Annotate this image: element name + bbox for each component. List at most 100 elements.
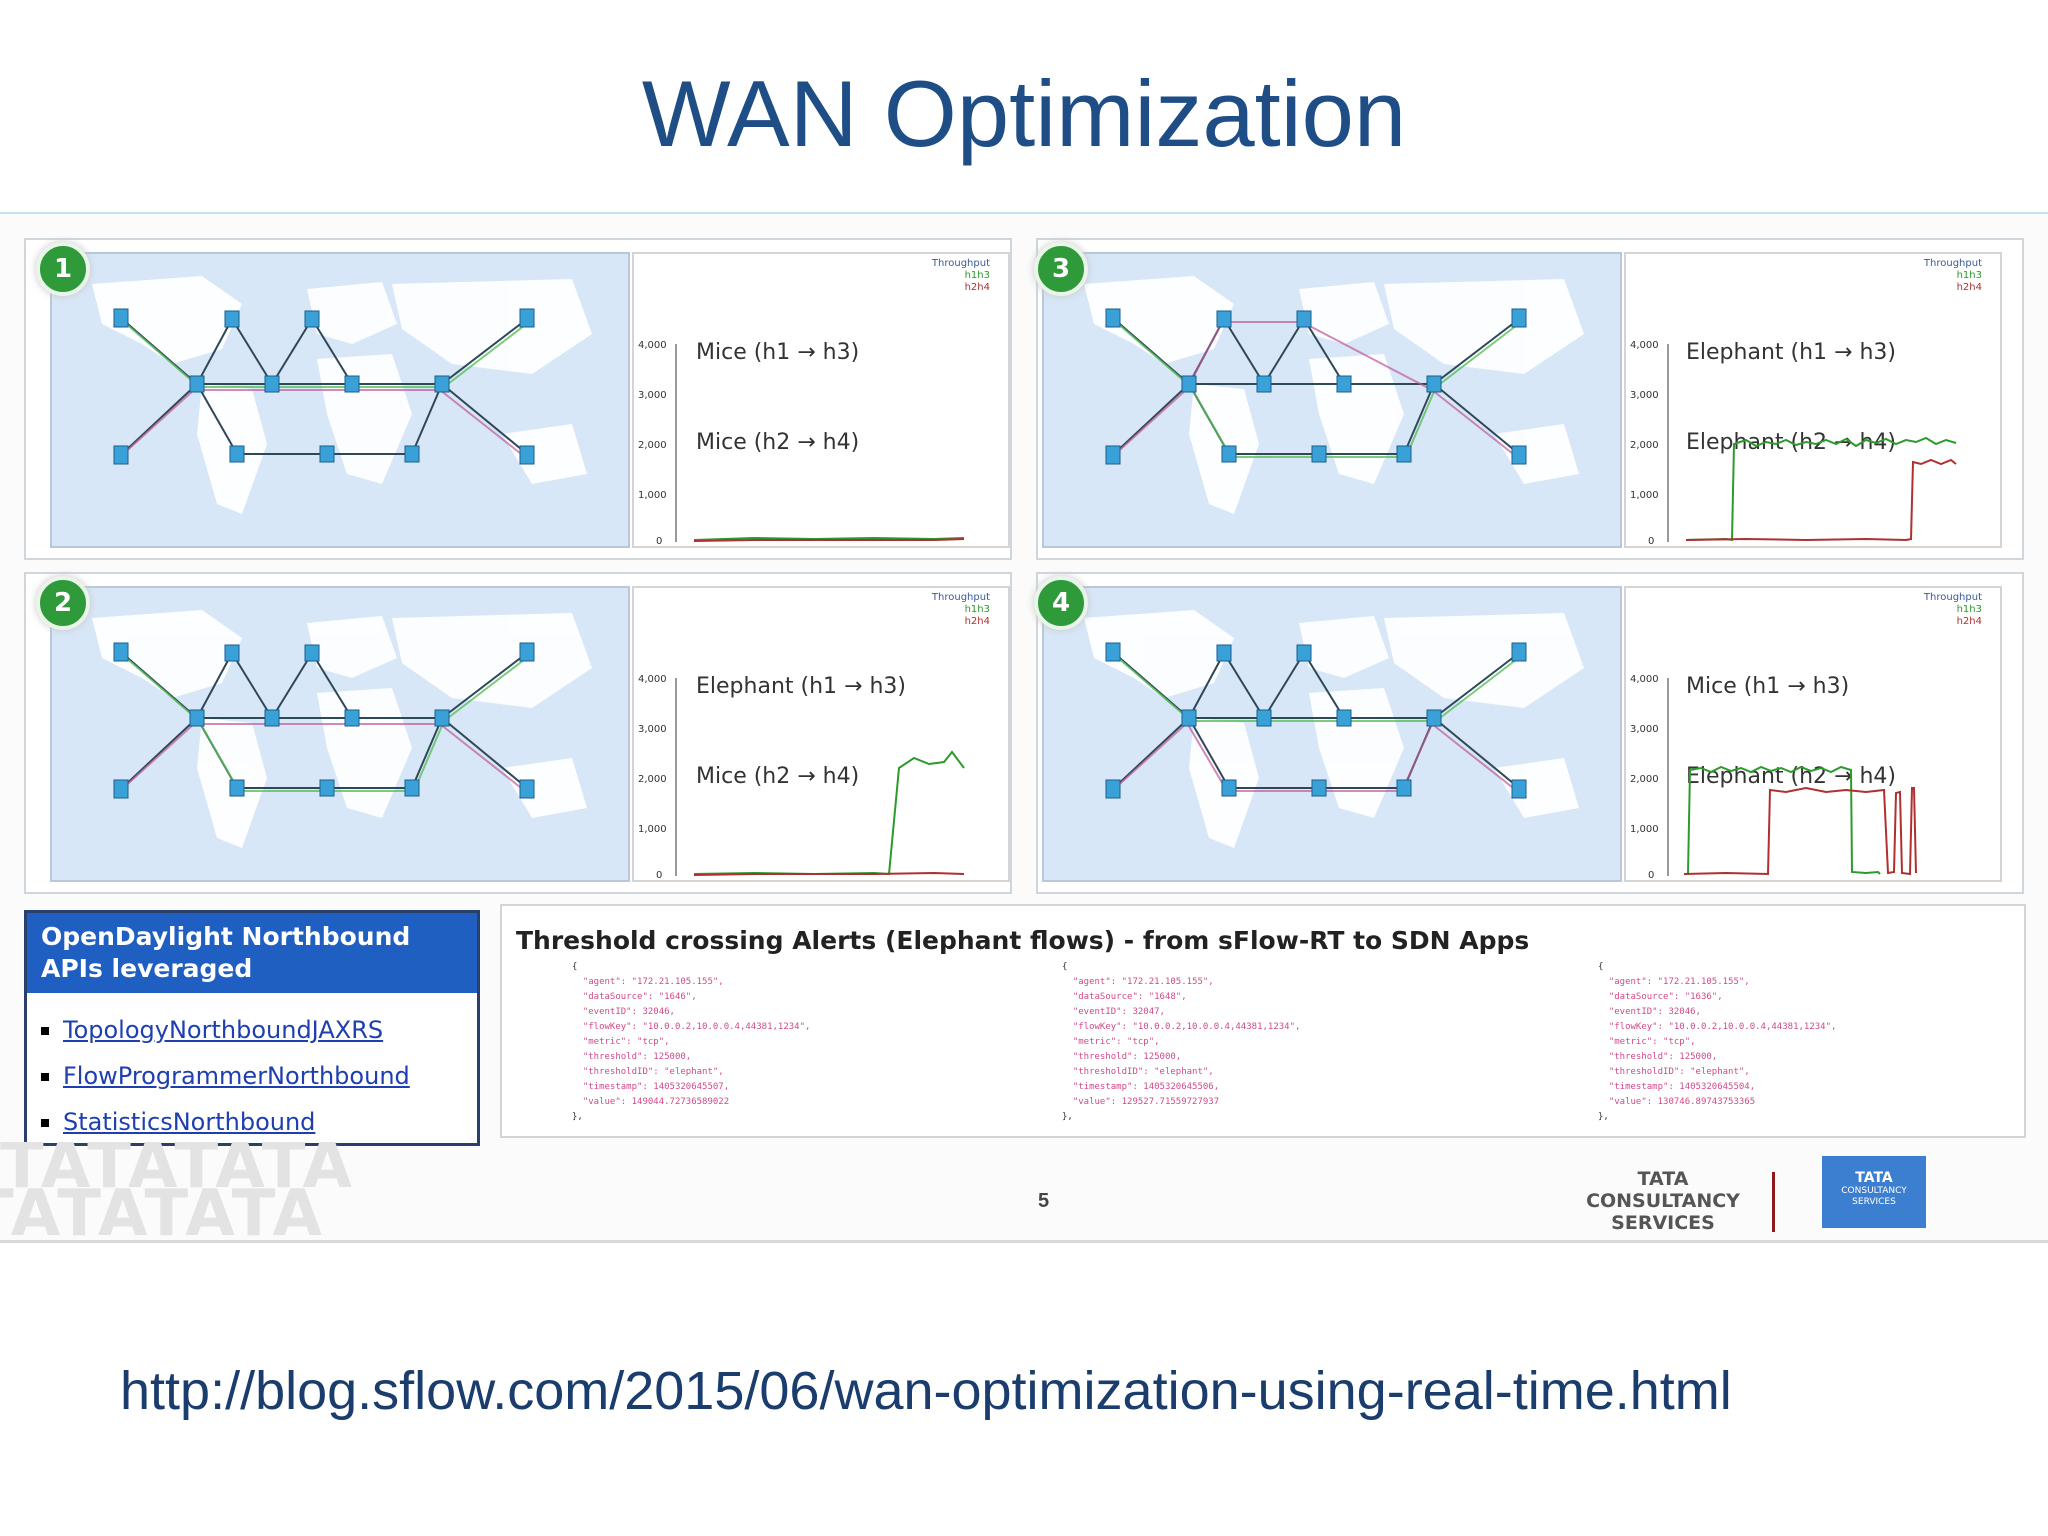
flow-label-h2-h4: Mice (h2 → h4) [696,764,860,789]
bullet-icon [41,1119,49,1127]
alert-json-1: { "agent": "172.21.105.155", "dataSource… [572,960,810,1125]
chart-legend: Throughput h1h3 h2h4 [1924,258,1982,294]
slide-image: Mice (h1 → h3) Mice (h2 → h4) Throughput… [0,212,2048,1243]
alert-json-line: "flowKey": "10.0.0.2,10.0.0.4,44381,1234… [1598,1022,1837,1032]
alert-json-line: { [572,962,578,972]
y-tick: 2,000 [638,774,667,785]
tcs-line-1: TATA [1637,1168,1689,1190]
network-map [1042,586,1622,882]
throughput-plot [1667,344,1957,542]
logo-line-3: SERVICES [1852,1197,1896,1207]
y-tick: 1,000 [1630,490,1659,501]
legend-title: Throughput [1923,258,1982,269]
tcs-wordmark: TATA CONSULTANCY SERVICES [1568,1168,1758,1234]
flow-label-h1-h3: Mice (h1 → h3) [696,340,860,365]
step-badge: 3 [1034,242,1088,296]
alert-json-line: "dataSource": "1636", [1598,992,1723,1002]
brand-divider [1772,1172,1775,1232]
alert-json-line: "value": 129527.71559727937 [1062,1097,1220,1107]
network-map [50,586,630,882]
alert-json-line: "metric": "tcp", [572,1037,670,1047]
scenario-panel-1: Mice (h1 → h3) Mice (h2 → h4) Throughput… [24,238,1012,560]
legend-title: Throughput [931,258,990,269]
alert-json-line: "agent": "172.21.105.155", [1062,977,1214,987]
alert-json-line: "metric": "tcp", [1598,1037,1696,1047]
logo-line-1: TATA [1855,1170,1893,1186]
alert-json-line: "timestamp": 1405320645504, [1598,1082,1756,1092]
api-list-heading: OpenDaylight Northbound APIs leveraged [27,913,477,993]
y-tick: 4,000 [1630,674,1659,685]
api-list: TopologyNorthboundJAXRS FlowProgrammerNo… [27,1007,477,1145]
scenario-panel-3: Elephant (h1 → h3) Elephant (h2 → h4) Th… [1034,238,2024,560]
logo-line-2: CONSULTANCY [1841,1186,1907,1196]
alert-json-line: }, [1062,1112,1073,1122]
source-url[interactable]: http://blog.sflow.com/2015/06/wan-optimi… [120,1361,1732,1421]
alert-json-line: }, [572,1112,583,1122]
api-list-box: OpenDaylight Northbound APIs leveraged T… [24,910,480,1146]
throughput-chart: Elephant (h1 → h3) Mice (h2 → h4) Throug… [632,586,1010,882]
tcs-logo: TATA CONSULTANCY SERVICES [1822,1156,1926,1228]
y-tick: 4,000 [638,340,667,351]
bullet-icon [41,1027,49,1035]
legend-h1h3: h1h3 [1956,270,1982,281]
topology-diagram [1084,276,1584,514]
alert-json-line: "eventID": 32046, [572,1007,675,1017]
throughput-plot [675,678,965,876]
throughput-plot [675,344,965,542]
alert-json-line: "timestamp": 1405320645507, [572,1082,730,1092]
legend-h1h3: h1h3 [964,604,990,615]
alert-json-line: "threshold": 125000, [1598,1052,1718,1062]
api-link-statistics[interactable]: StatisticsNorthbound [63,1108,316,1136]
page-number: 5 [1038,1190,1050,1212]
alert-json-line: "flowKey": "10.0.0.2,10.0.0.4,44381,1234… [572,1022,811,1032]
api-link-topology[interactable]: TopologyNorthboundJAXRS [63,1016,384,1044]
bullet-icon [41,1073,49,1081]
flow-label: Mice (h1 → h3) Elephant (h2 → h4) [1686,612,1896,852]
alert-json-line: "value": 130746.89743753365 [1598,1097,1756,1107]
network-map [1042,252,1622,548]
y-tick: 1,000 [1630,824,1659,835]
flow-label-h1-h3: Mice (h1 → h3) [1686,674,1850,699]
alert-json-2: { "agent": "172.21.105.155", "dataSource… [1062,960,1300,1125]
alert-json-line: "value": 149044.72736589022 [572,1097,730,1107]
alerts-title: Threshold crossing Alerts (Elephant flow… [516,926,1530,955]
api-list-item: TopologyNorthboundJAXRS [41,1007,477,1053]
flow-label: Mice (h1 → h3) Mice (h2 → h4) [696,278,859,518]
alert-json-line: "eventID": 32046, [1598,1007,1701,1017]
slide-title: WAN Optimization [641,61,1407,166]
alert-json-line: "thresholdID": "elephant", [572,1067,724,1077]
y-tick: 0 [656,536,663,547]
step-badge: 1 [36,242,90,296]
alerts-box: Threshold crossing Alerts (Elephant flow… [500,904,2026,1138]
y-tick: 0 [1648,536,1655,547]
y-tick: 4,000 [1630,340,1659,351]
legend-h1h3: h1h3 [1956,604,1982,615]
y-tick: 3,000 [638,724,667,735]
api-link-flowprogrammer[interactable]: FlowProgrammerNorthbound [63,1062,410,1090]
y-tick: 3,000 [1630,724,1659,735]
alert-json-line: "dataSource": "1648", [1062,992,1187,1002]
alert-json-line: "thresholdID": "elephant", [1062,1067,1214,1077]
legend-h2h4: h2h4 [964,616,990,627]
alert-json-line: "dataSource": "1646", [572,992,697,1002]
watermark-line-2: TATATATA [0,1177,324,1238]
topology-diagram [1084,610,1584,848]
throughput-chart: Mice (h1 → h3) Mice (h2 → h4) Throughput… [632,252,1010,548]
api-heading-line-2: APIs leveraged [41,954,253,983]
alert-json-line: "thresholdID": "elephant", [1598,1067,1750,1077]
chart-legend: Throughput h1h3 h2h4 [932,258,990,294]
y-tick: 0 [656,870,663,881]
tata-watermark: TATATATA TATATATA [0,1142,440,1238]
throughput-chart: Mice (h1 → h3) Elephant (h2 → h4) Throug… [1624,586,2002,882]
y-tick: 2,000 [1630,440,1659,451]
alert-json-line: "agent": "172.21.105.155", [1598,977,1750,987]
api-heading-line-1: OpenDaylight Northbound [41,922,411,951]
throughput-plot [1667,678,1917,876]
flow-label-h1-h3: Elephant (h1 → h3) [696,674,906,699]
alert-json-line: "threshold": 125000, [572,1052,692,1062]
alert-json-line: { [1598,962,1604,972]
y-tick: 4,000 [638,674,667,685]
y-tick: 3,000 [638,390,667,401]
legend-h2h4: h2h4 [964,282,990,293]
legend-h1h3: h1h3 [964,270,990,281]
